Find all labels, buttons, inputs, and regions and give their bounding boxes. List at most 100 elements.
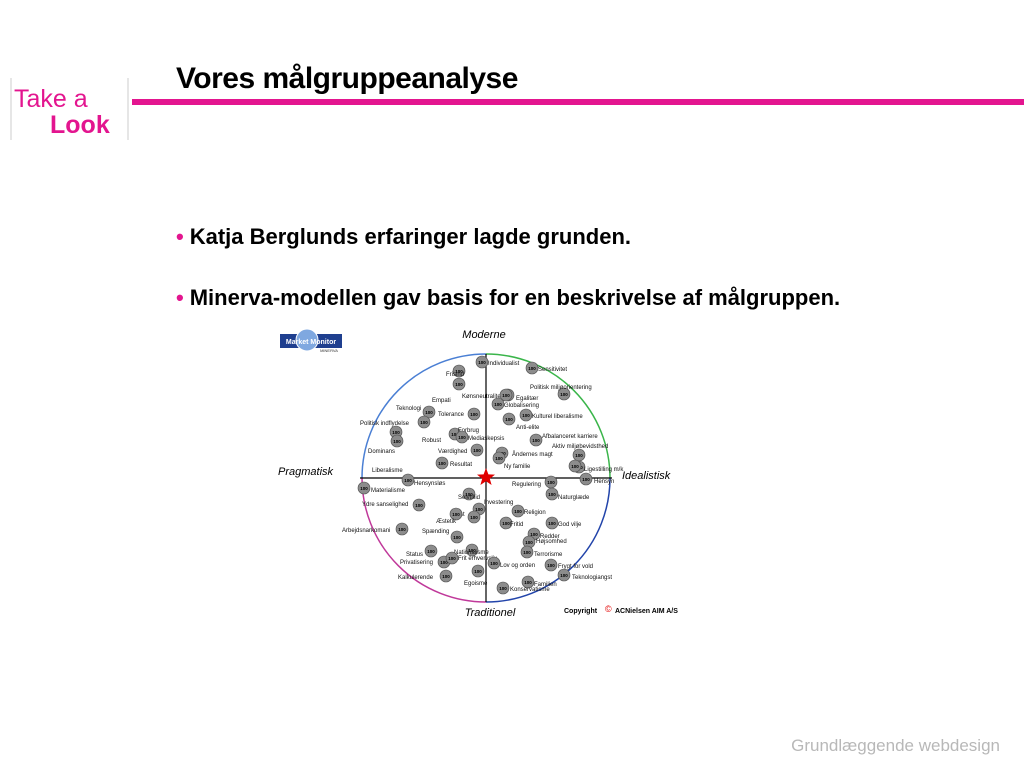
value-marker-label: 100 (547, 563, 555, 568)
bullet-dot-icon: • (176, 285, 184, 310)
value-label: Politisk miljøorientering (530, 385, 592, 391)
value-marker (502, 412, 516, 426)
value-marker (491, 397, 505, 411)
value-label: Kønsneutralitet (462, 394, 503, 400)
value-label: Fritid (510, 522, 523, 528)
value-marker-label: 100 (458, 435, 466, 440)
bullet-item: •Minerva-modellen gav basis for en beskr… (176, 285, 840, 311)
value-marker (511, 504, 525, 518)
value-label: Konservatisme (510, 587, 550, 593)
value-label: Anti-elite (516, 425, 540, 431)
center-star-icon (477, 468, 495, 485)
quadrant-arc-top-left (361, 353, 487, 479)
value-label: Naturglæde (558, 495, 590, 501)
value-marker-label: 100 (502, 521, 510, 526)
axis-label-bottom: Traditionel (465, 607, 516, 619)
axis-label-left: Pragmatisk (278, 466, 334, 478)
value-marker-label: 100 (560, 573, 568, 578)
header-accent-bar (132, 99, 1024, 105)
value-marker (395, 522, 409, 536)
value-marker-label: 100 (523, 550, 531, 555)
quadrant-arc-bottom-left (361, 477, 487, 603)
take-a-look-logo: Take a Look (8, 78, 132, 140)
value-label: Frit erhvervsliv (458, 556, 497, 562)
value-label: Højsomhed (536, 539, 567, 545)
value-marker-label: 100 (425, 410, 433, 415)
value-marker (445, 551, 459, 565)
value-marker-label: 100 (494, 402, 502, 407)
value-label: Lov og orden (500, 563, 535, 569)
value-marker (525, 361, 539, 375)
value-marker-label: 100 (575, 453, 583, 458)
value-label: Redder (540, 534, 560, 540)
value-marker (499, 516, 513, 530)
value-marker-label: 100 (582, 477, 590, 482)
value-marker-label: 100 (547, 480, 555, 485)
value-label: Individualist (488, 361, 520, 367)
value-marker-label: 100 (404, 478, 412, 483)
value-marker (439, 569, 453, 583)
value-label: Kalkulerende (398, 575, 434, 581)
value-label: Resultat (450, 462, 472, 468)
value-marker (487, 556, 501, 570)
value-marker-label: 100 (465, 492, 473, 497)
value-label: Investering (484, 500, 513, 506)
copyright-owner: ACNielsen AIM A/S (615, 608, 678, 615)
value-label: Spænding (422, 529, 449, 535)
value-marker-label: 100 (473, 448, 481, 453)
value-label: Teknologiangst (572, 575, 612, 581)
value-label: Status (406, 552, 423, 558)
value-label: Afbalanceret karriere (542, 434, 598, 440)
value-label: Selvtillid (458, 495, 480, 501)
value-marker-label: 100 (499, 586, 507, 591)
value-label: Familien (534, 582, 557, 588)
value-marker-label: 100 (571, 464, 579, 469)
value-marker (520, 545, 534, 559)
value-label: Nationalisme (454, 550, 489, 556)
value-label: Egalitær (516, 396, 538, 402)
value-label: Forbrug (458, 428, 479, 434)
value-marker (496, 581, 510, 595)
value-marker-label: 100 (474, 569, 482, 574)
value-label: Sensitivitet (538, 367, 567, 373)
value-marker (452, 377, 466, 391)
value-marker-label: 100 (392, 430, 400, 435)
value-marker (519, 408, 533, 422)
value-marker-label: 100 (398, 527, 406, 532)
value-label: Teknologi (396, 406, 421, 412)
value-label: Hensynsløs (414, 481, 445, 487)
logo-graphic: Take a Look (10, 78, 129, 140)
value-marker-label: 100 (453, 535, 461, 540)
value-marker-label: 100 (415, 503, 423, 508)
value-label: Åndernes magt (512, 451, 553, 458)
market-monitor-badge: Market Monitor MINERVA (280, 328, 342, 353)
value-label: Empati (432, 398, 451, 404)
quadrant-arc-top-right (485, 353, 611, 479)
value-marker-label: 100 (455, 369, 463, 374)
value-label: Robust (422, 438, 441, 444)
value-label: Ligestilling m/k (584, 467, 624, 473)
value-marker-label: 100 (532, 438, 540, 443)
value-marker-label: 100 (505, 417, 513, 422)
value-label: Globalisering (504, 403, 539, 409)
value-label: Terrorisme (534, 552, 563, 558)
value-marker-label: 100 (528, 366, 536, 371)
value-marker (401, 473, 415, 487)
value-marker-label: 100 (502, 393, 510, 398)
value-marker (529, 433, 543, 447)
value-marker (435, 456, 449, 470)
value-marker-label: 100 (470, 412, 478, 417)
value-marker-label: 100 (452, 512, 460, 517)
value-marker-label: 100 (451, 432, 459, 437)
value-marker (470, 443, 484, 457)
value-marker-label: 100 (490, 561, 498, 566)
value-marker (545, 487, 559, 501)
value-marker-label: 100 (360, 486, 368, 491)
value-marker (455, 430, 469, 444)
value-marker-label: 100 (427, 549, 435, 554)
value-marker-label: 100 (475, 507, 483, 512)
value-marker (417, 415, 431, 429)
value-marker (462, 487, 476, 501)
value-marker (357, 481, 371, 495)
